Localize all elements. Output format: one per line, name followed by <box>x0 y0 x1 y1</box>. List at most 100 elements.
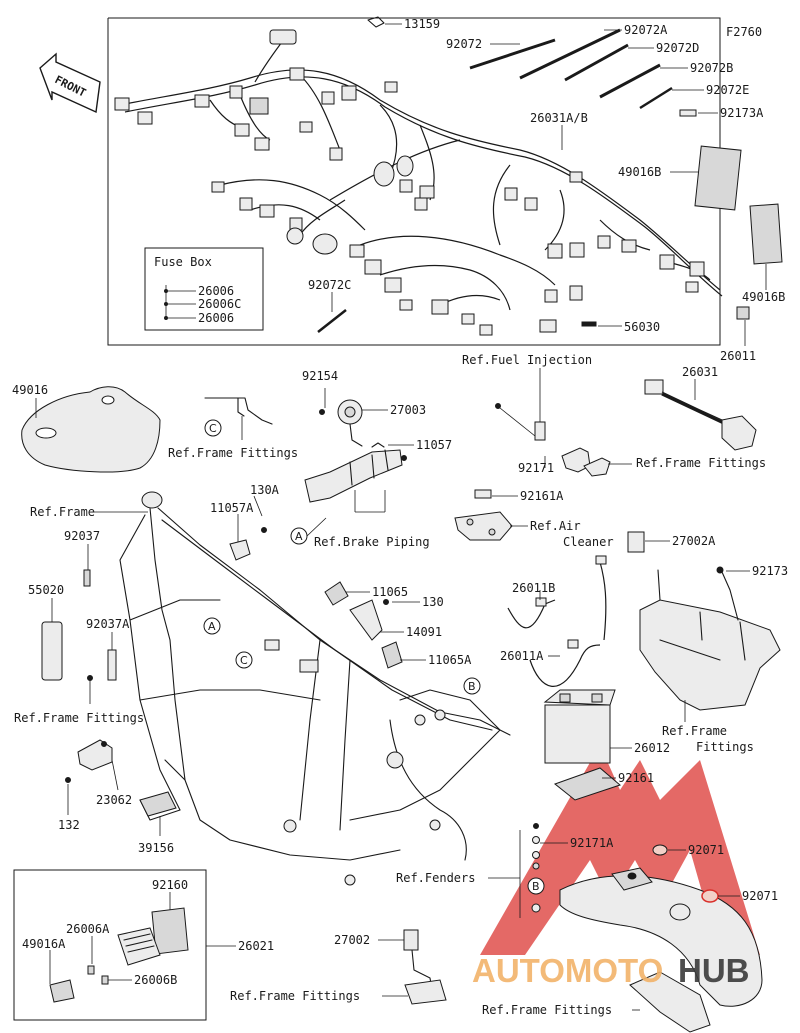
label-11065: 11065 <box>372 585 408 599</box>
fuse-box-title: Fuse Box <box>154 255 212 269</box>
label-ref-fuel-injection: Ref.Fuel Injection <box>462 353 592 367</box>
battery-case: 92173 Ref.Frame Fittings <box>639 564 788 754</box>
label-ref-frame-fittings-6: Ref.Frame Fittings <box>482 1003 612 1017</box>
bracket-11057: 11057 <box>304 438 452 503</box>
label-26006b: 26006B <box>134 973 177 987</box>
label-ref-frame-fittings-5: Ref.Frame Fittings <box>230 989 360 1003</box>
label-26012: 26012 <box>634 741 670 755</box>
bracket-c: C Ref.Frame Fittings <box>168 397 298 460</box>
label-130a: 130A <box>250 483 280 497</box>
label-27002a: 27002A <box>672 534 716 548</box>
plate-49016b-top <box>694 145 742 211</box>
relay-27002: 27002 Ref.Frame Fittings <box>230 929 447 1005</box>
connector-26031: 26031 <box>644 365 757 451</box>
label-26011: 26011 <box>720 349 756 363</box>
label-130: 130 <box>422 595 444 609</box>
label-92171a: 92171A <box>570 836 614 850</box>
battery-leads: 26011B 26011A <box>500 555 607 687</box>
bracket-23062: 23062 132 <box>58 739 132 832</box>
watermark-part2: HUB <box>678 952 750 989</box>
label-92037: 92037 <box>64 529 100 543</box>
front-arrow-icon: FRONT <box>39 52 101 114</box>
label-26021: 26021 <box>238 939 274 953</box>
label-92161a: 92161A <box>520 489 564 503</box>
plate-39156: 39156 <box>138 791 177 855</box>
relay-27002a: 27002A <box>627 531 716 553</box>
label-92173: 92173 <box>752 564 788 578</box>
ecu-inset: 92160 26006A 49016A 26006B <box>13 869 236 1021</box>
fender-group: Ref.Fenders B 92171A 92071 92071 Ref.Fra… <box>396 823 778 1033</box>
label-11057: 11057 <box>416 438 452 452</box>
main-harness-group: F2760 FRONT <box>39 16 785 363</box>
label-92171: 92171 <box>518 461 554 475</box>
label-ref-frame-fittings-3: Ref.Frame Fittings <box>14 711 144 725</box>
label-92072e: 92072E <box>706 83 749 97</box>
label-92072d: 92072D <box>656 41 699 55</box>
label-92173a: 92173A <box>720 106 764 120</box>
label-26011a: 26011A <box>500 649 544 663</box>
label-26031ab: 26031A/B <box>530 111 588 125</box>
bracket-55020 <box>41 621 63 681</box>
cover-49016: 49016 <box>12 383 161 473</box>
marker-b-2: B <box>532 880 540 893</box>
label-92072a: 92072A <box>624 23 668 37</box>
watermark-text: AUTOMOTO HUB <box>472 952 750 989</box>
label-27003: 27003 <box>390 403 426 417</box>
label-26011b: 26011B <box>512 581 555 595</box>
label-cleaner: Cleaner <box>563 535 614 549</box>
frame <box>119 491 511 886</box>
cable-ties <box>469 28 697 117</box>
battery-26012: 26012 <box>543 689 670 764</box>
label-26006a: 26006A <box>66 922 110 936</box>
pad-92161: 92161 <box>553 767 654 801</box>
label-92071-b: 92071 <box>742 889 778 903</box>
horn-27003: 92154 27003 <box>302 369 426 447</box>
label-92071-a: 92071 <box>688 843 724 857</box>
label-92154: 92154 <box>302 369 338 383</box>
label-13159: 13159 <box>404 17 440 31</box>
marker-b-1: B <box>468 680 476 693</box>
label-11065a: 11065A <box>428 653 472 667</box>
marker-c-2: C <box>240 654 248 667</box>
label-56030: 56030 <box>624 320 660 334</box>
label-ref-air: Ref.Air <box>530 519 581 533</box>
plate-49016b-side <box>749 203 783 265</box>
fuse-box-inset: Fuse Box 26006 26006C 26006 <box>144 247 264 331</box>
clamp-group: 11065 130 14091 11065A <box>324 581 472 669</box>
label-27002: 27002 <box>334 933 370 947</box>
label-132: 132 <box>58 818 80 832</box>
label-14091: 14091 <box>406 625 442 639</box>
label-23062: 23062 <box>96 793 132 807</box>
label-ref-frame: Ref.Frame <box>30 505 95 519</box>
label-92160: 92160 <box>152 878 188 892</box>
label-92072c: 92072C <box>308 278 351 292</box>
label-11057a: 11057A <box>210 501 254 515</box>
fuse-item-1: 26006 <box>198 284 234 298</box>
fuse-item-2: 26006C <box>198 297 241 311</box>
label-92072b: 92072B <box>690 61 733 75</box>
label-39156: 39156 <box>138 841 174 855</box>
label-ref-frame-4a: Ref.Frame <box>662 724 727 738</box>
harness-connectors <box>114 29 705 336</box>
figure-code: F2760 <box>726 25 762 39</box>
label-ref-frame-fittings-1: Ref.Frame Fittings <box>168 446 298 460</box>
label-ref-brake-piping: Ref.Brake Piping <box>314 535 430 549</box>
label-49016b-top: 49016B <box>618 165 661 179</box>
label-55020: 55020 <box>28 583 64 597</box>
fuel-injection-group: Ref.Fuel Injection 92171 Ref.Frame Fitti… <box>462 353 766 477</box>
label-92072: 92072 <box>446 37 482 51</box>
label-92161: 92161 <box>618 771 654 785</box>
label-26031: 26031 <box>682 365 718 379</box>
label-ref-fenders: Ref.Fenders <box>396 871 475 885</box>
label-92037a: 92037A <box>86 617 130 631</box>
marker-a-1: A <box>295 530 303 543</box>
label-49016a: 49016A <box>22 937 66 951</box>
fuse-item-3: 26006 <box>198 311 234 325</box>
watermark-part1: AUTOMOTO <box>472 952 663 989</box>
marker-c-1: C <box>209 422 217 435</box>
air-cleaner-group: 92161A Ref.Air Cleaner <box>454 489 614 549</box>
label-49016: 49016 <box>12 383 48 397</box>
marker-a-2: A <box>208 620 216 633</box>
label-49016b-side: 49016B <box>742 290 785 304</box>
